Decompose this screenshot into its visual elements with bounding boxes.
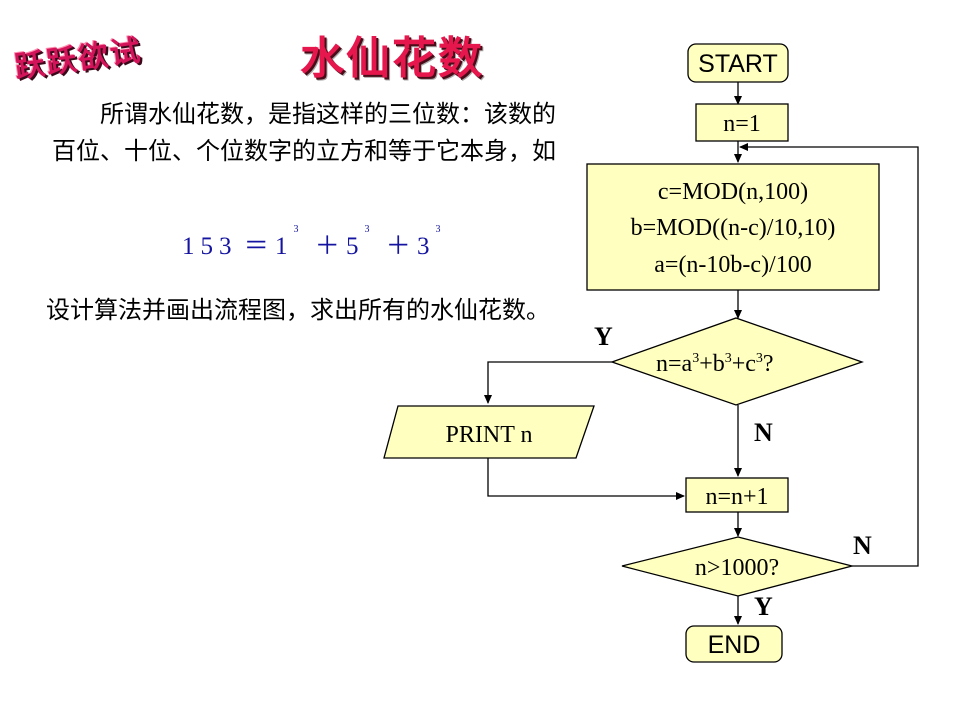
task-paragraph: 设计算法并画出流程图，求出所有的水仙花数。 (46, 296, 550, 324)
check-lhs: n=a (656, 351, 693, 377)
compute-node (586, 163, 880, 291)
page-title: 水仙花数 (300, 33, 484, 84)
term-1-base: 1 (275, 233, 288, 260)
flow-connectors (484, 82, 919, 625)
term-3-exp: 3 (435, 224, 441, 235)
check-q: ? (763, 351, 774, 377)
yes-label-check: Y (594, 322, 613, 351)
end-node (685, 625, 783, 663)
no-label-loop: N (853, 531, 872, 560)
equation-number: 153 (182, 233, 238, 260)
yes-label-loop: Y (754, 592, 773, 621)
increment-node (685, 477, 789, 513)
compute-line-b: b=MOD((n-c)/10,10) (631, 215, 836, 241)
start-label: START (698, 50, 778, 78)
term-2-exp: 3 (364, 224, 370, 235)
check-exp-b: 3 (725, 351, 732, 366)
print-label: PRINT n (446, 422, 533, 448)
equals-sign: ＝ (243, 233, 269, 260)
init-node (695, 103, 789, 142)
term-3-base: 3 (417, 233, 430, 260)
increment-label: n=n+1 (705, 484, 768, 510)
compute-line-a: a=(n-10b-c)/100 (654, 252, 811, 278)
compute-line-c: c=MOD(n,100) (658, 179, 808, 205)
narcissistic-check-node (610, 317, 864, 406)
loop-check-label: n>1000? (695, 555, 779, 581)
check-label: n=a3+b3+c3? (656, 351, 774, 377)
init-label: n=1 (723, 111, 761, 137)
no-label-check: N (754, 418, 773, 447)
example-equation: 153 ＝ 13 ＋ 53 ＋ 33 (182, 224, 451, 262)
term-2-base: 5 (346, 233, 359, 260)
term-1-exp: 3 (293, 224, 299, 235)
print-node (383, 405, 595, 459)
check-exp-c: 3 (756, 351, 763, 366)
check-exp-a: 3 (692, 351, 699, 366)
check-c: +c (732, 351, 756, 377)
loop-check-node (621, 536, 855, 597)
arrow-print-increment (487, 458, 685, 500)
intro-paragraph: 所谓水仙花数，是指这样的三位数：该数的百位、十位、个位数字的立方和等于它本身，如 (52, 100, 556, 165)
plus-sign-1: ＋ (314, 233, 340, 260)
arrow-loop-back (739, 143, 919, 567)
arrow-check-print (484, 361, 612, 404)
end-label: END (708, 631, 761, 659)
start-node (687, 43, 789, 83)
plus-sign-2: ＋ (385, 233, 411, 260)
check-b: +b (699, 351, 725, 377)
